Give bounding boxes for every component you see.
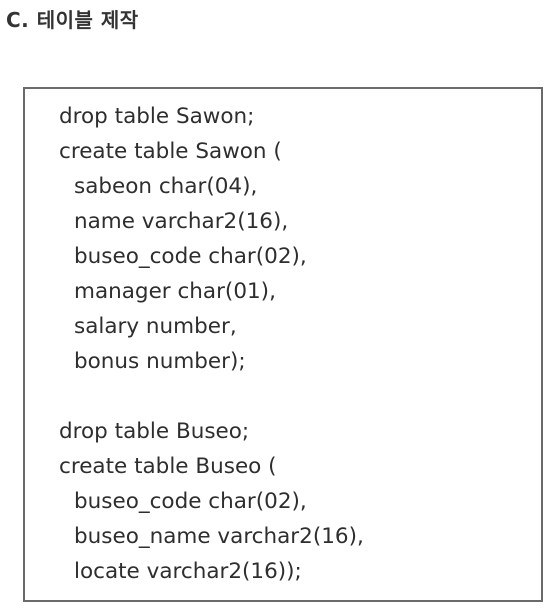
code-line: create table Sawon ( (59, 139, 282, 164)
code-line: buseo_code char(02), (74, 244, 307, 269)
code-line-blank (59, 379, 364, 414)
code-line: drop table Sawon; (59, 104, 255, 129)
code-line: buseo_code char(02), (74, 489, 307, 514)
code-line: bonus number); (74, 349, 246, 374)
code-line: create table Buseo ( (59, 454, 277, 479)
code-line: locate varchar2(16)); (74, 559, 302, 584)
code-line: name varchar2(16), (74, 209, 289, 234)
code-line: sabeon char(04), (74, 174, 258, 199)
code-line: drop table Buseo; (59, 419, 250, 444)
code-lines: drop table Sawon; create table Sawon ( s… (59, 99, 364, 589)
code-line: manager char(01), (74, 279, 276, 304)
code-line: buseo_name varchar2(16), (74, 524, 364, 549)
sql-code-box: drop table Sawon; create table Sawon ( s… (23, 87, 543, 602)
section-heading: C. 테이블 제작 (6, 8, 139, 32)
code-line: salary number, (74, 314, 237, 339)
